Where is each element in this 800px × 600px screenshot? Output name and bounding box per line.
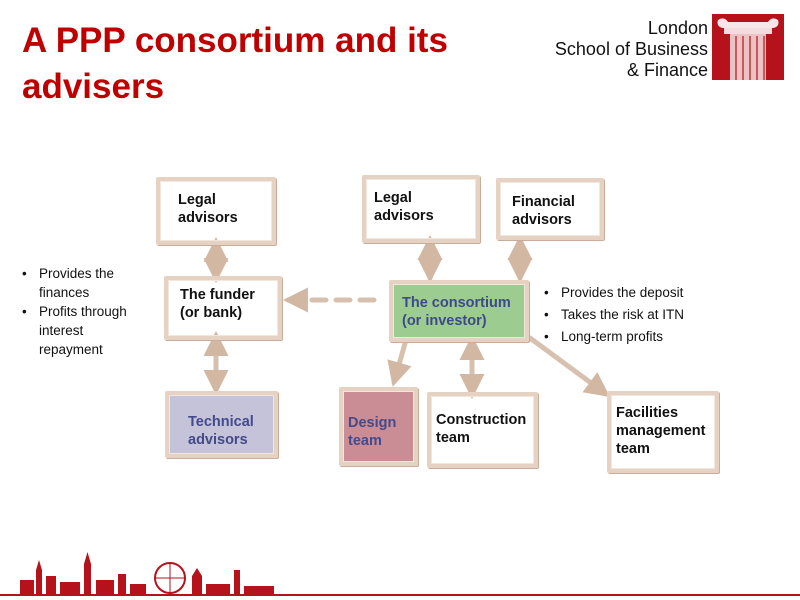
consortium-bullet: Provides the deposit — [538, 283, 738, 302]
technical-advisors-label: Technical advisors — [188, 414, 254, 448]
consortium-bullets: Provides the deposit Takes the risk at I… — [538, 283, 738, 346]
financial-advisors-node — [496, 178, 604, 240]
column-capital-icon — [712, 14, 784, 80]
construction-team-node — [427, 392, 538, 468]
london-skyline-icon — [0, 552, 800, 596]
slide-title: A PPP consortium and its advisers — [22, 21, 448, 106]
consortium-node — [389, 280, 529, 342]
design-team-label: Design team — [348, 415, 397, 449]
school-logo: London School of Business & Finance — [555, 14, 788, 80]
logo-line-2: School of Business — [554, 39, 708, 59]
connector-consortium-design — [387, 337, 412, 387]
consortium-label: The consortium (or investor) — [402, 295, 511, 329]
funder-label: The funder (or bank) — [180, 287, 255, 321]
funder-bullet: Provides the finances — [16, 264, 144, 302]
consortium-bullet: Long-term profits — [538, 327, 738, 346]
logo-line-1: London — [647, 18, 708, 38]
facilities-team-label: Facilities management team — [616, 405, 706, 457]
funder-bullet: Profits through interest repayment — [16, 302, 144, 359]
legal-advisors-left-label: Legal advisors — [178, 192, 238, 226]
legal-advisors-right-label: Legal advisors — [374, 190, 434, 224]
consortium-bullet: Takes the risk at ITN — [538, 305, 738, 324]
design-team-node — [339, 387, 418, 466]
funder-node — [164, 276, 282, 340]
financial-advisors-label: Financial advisors — [512, 194, 575, 228]
funder-bullets: Provides the finances Profits through in… — [16, 264, 144, 359]
facilities-team-node — [607, 391, 719, 473]
connector-consortium-facilities — [527, 335, 611, 397]
legal-advisors-left-node — [156, 177, 276, 245]
legal-advisors-right-node — [362, 175, 480, 243]
technical-advisors-node — [165, 391, 278, 458]
construction-team-label: Construction team — [436, 412, 527, 446]
logo-text: London School of Business & Finance — [555, 18, 708, 81]
logo-line-3: & Finance — [626, 60, 708, 80]
